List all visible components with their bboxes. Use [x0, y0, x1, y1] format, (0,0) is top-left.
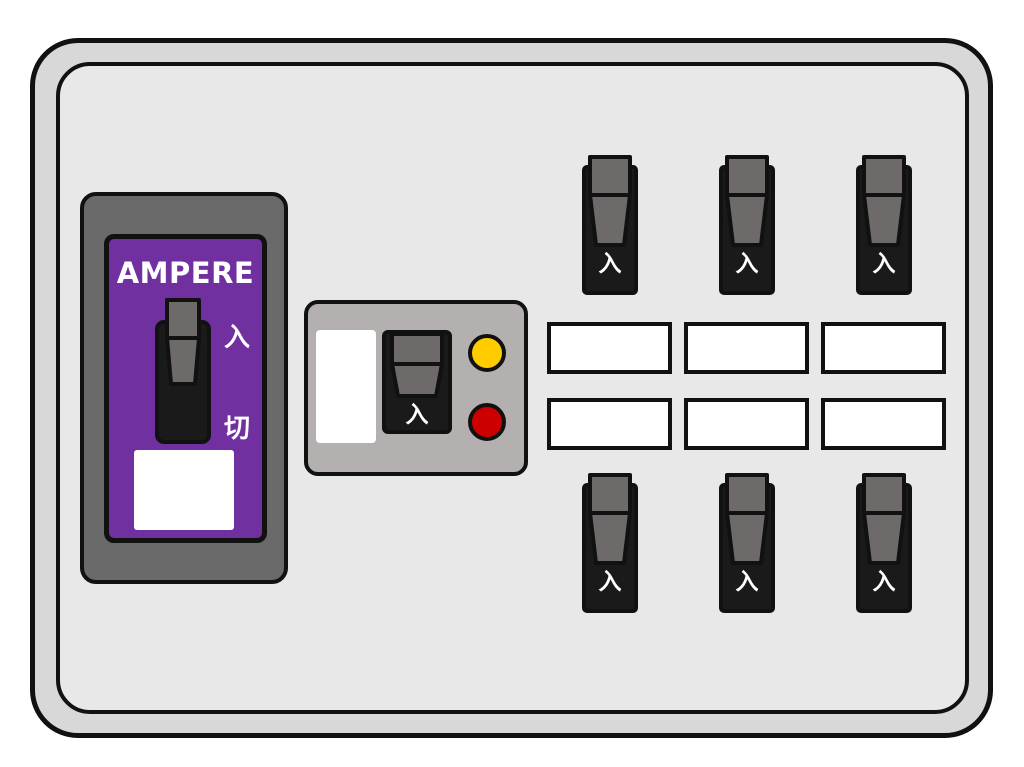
leak-breaker-toggle[interactable]: 入 [382, 330, 452, 434]
branch-breaker-label: 入 [872, 569, 896, 595]
main-breaker-rating-plate [134, 450, 234, 530]
branch-breaker-label: 入 [598, 251, 622, 277]
branch-breaker-toggle[interactable]: 入 [719, 155, 775, 295]
leak-breaker-switch-label: 入 [405, 402, 429, 428]
main-breaker-toggle[interactable] [155, 298, 211, 444]
branch-breaker-label: 入 [735, 569, 759, 595]
branch-label-strip [684, 398, 809, 450]
branch-breaker-label: 入 [598, 569, 622, 595]
branch-label-strip [821, 398, 946, 450]
branch-label-strip [684, 322, 809, 374]
main-breaker-brand: AMPERE [116, 256, 255, 290]
yellow-indicator-lamp [468, 334, 506, 372]
branch-breaker-label: 入 [872, 251, 896, 277]
branch-label-strip [821, 322, 946, 374]
branch-breaker-toggle[interactable]: 入 [856, 155, 912, 295]
branch-breaker-label: 入 [735, 251, 759, 277]
branch-label-strip [547, 398, 672, 450]
branch-label-strip [547, 322, 672, 374]
red-indicator-lamp [468, 403, 506, 441]
main-breaker-off-label: 切 [223, 414, 250, 444]
leak-breaker-label-plate [316, 330, 376, 443]
branch-breaker-toggle[interactable]: 入 [719, 473, 775, 613]
main-breaker-on-label: 入 [223, 323, 250, 353]
branch-breaker-toggle[interactable]: 入 [582, 155, 638, 295]
branch-breaker-toggle[interactable]: 入 [582, 473, 638, 613]
branch-breaker-toggle[interactable]: 入 [856, 473, 912, 613]
